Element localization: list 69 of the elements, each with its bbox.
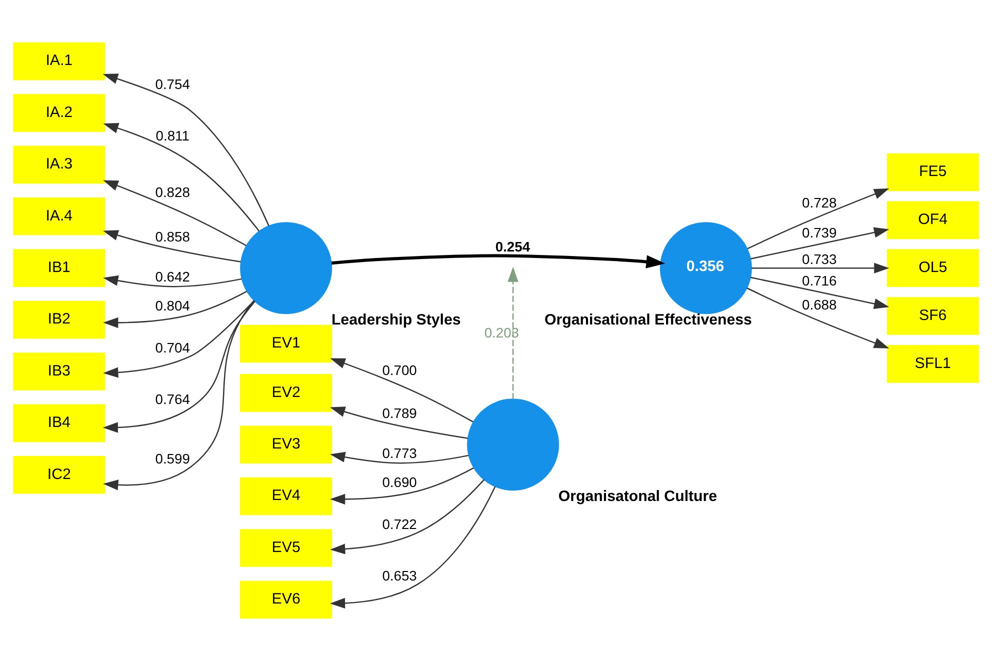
arrow xyxy=(103,290,247,328)
arrow xyxy=(750,226,890,259)
node-box: EV3 xyxy=(240,425,332,463)
arrow xyxy=(508,266,518,399)
arrow xyxy=(102,300,256,432)
edge-label: 0.599 xyxy=(155,450,190,466)
node-box: IB3 xyxy=(13,352,106,390)
arrow xyxy=(747,188,890,249)
edge-label: 0.789 xyxy=(382,404,417,420)
node-box: IB1 xyxy=(13,248,106,286)
edge-label: 0.804 xyxy=(155,297,190,314)
node-label: Leadership Styles xyxy=(331,310,461,328)
arrow xyxy=(103,300,255,378)
node-box: OL5 xyxy=(886,248,979,286)
edge-label: 0.704 xyxy=(155,338,190,355)
node-box: EV4 xyxy=(240,476,332,515)
node-circle xyxy=(467,398,560,490)
node-circle: 0.356 xyxy=(660,222,752,314)
node-label: Organisatonal Culture xyxy=(558,487,718,504)
node-box: SF6 xyxy=(886,296,979,334)
arrow xyxy=(330,358,474,422)
edge-label: 0.811 xyxy=(156,127,190,143)
arrow xyxy=(102,73,270,226)
node-box: FE5 xyxy=(886,152,979,191)
arrow xyxy=(330,406,468,438)
arrow xyxy=(103,230,241,262)
edge-label: 0.728 xyxy=(802,194,837,210)
edge-label: 0.653 xyxy=(382,567,417,584)
edge-label: 0.700 xyxy=(382,362,417,378)
node-box: IA.2 xyxy=(13,94,106,132)
edge-label: 0.254 xyxy=(495,238,530,254)
edge-label: 0.688 xyxy=(802,296,837,312)
arrow xyxy=(103,122,260,231)
node-box: IA.4 xyxy=(13,197,106,235)
arrow xyxy=(103,180,247,246)
edge-label: 0.754 xyxy=(155,75,190,92)
edge-label: 0.733 xyxy=(802,250,837,267)
edge-label: 0.858 xyxy=(155,228,190,244)
edge-label: 0.642 xyxy=(155,268,190,284)
arrow xyxy=(330,478,485,554)
arrow xyxy=(752,262,890,273)
node-box: IA.1 xyxy=(13,42,106,80)
node-box: SFL1 xyxy=(886,344,979,382)
arrow xyxy=(330,466,474,504)
node-box: EV1 xyxy=(240,324,332,362)
node-box: IB2 xyxy=(13,300,106,338)
arrow xyxy=(331,254,666,268)
node-box: OF4 xyxy=(886,200,979,239)
arrow xyxy=(746,286,890,348)
edge-label: 0.773 xyxy=(382,444,417,461)
node-box: IC2 xyxy=(13,455,106,494)
edge-label: 0.828 xyxy=(155,184,190,200)
node-box: EV2 xyxy=(240,374,332,412)
edge-label: 0.764 xyxy=(155,390,190,407)
arrow xyxy=(103,300,254,490)
arrow xyxy=(330,486,496,608)
node-box: EV5 xyxy=(240,528,332,566)
arrow xyxy=(750,276,890,308)
edge-label: 0.739 xyxy=(802,224,837,240)
node-box: EV6 xyxy=(240,580,332,618)
edge-label: 0.716 xyxy=(802,272,837,288)
edge-label: 0.690 xyxy=(382,474,417,490)
arrow xyxy=(330,451,469,464)
node-box: IA.3 xyxy=(13,145,106,184)
edge-label: 0.722 xyxy=(382,515,417,532)
node-box: IB4 xyxy=(13,404,106,442)
edge-label: 0.203 xyxy=(484,324,520,340)
node-circle xyxy=(240,222,332,314)
arrow xyxy=(103,274,242,287)
